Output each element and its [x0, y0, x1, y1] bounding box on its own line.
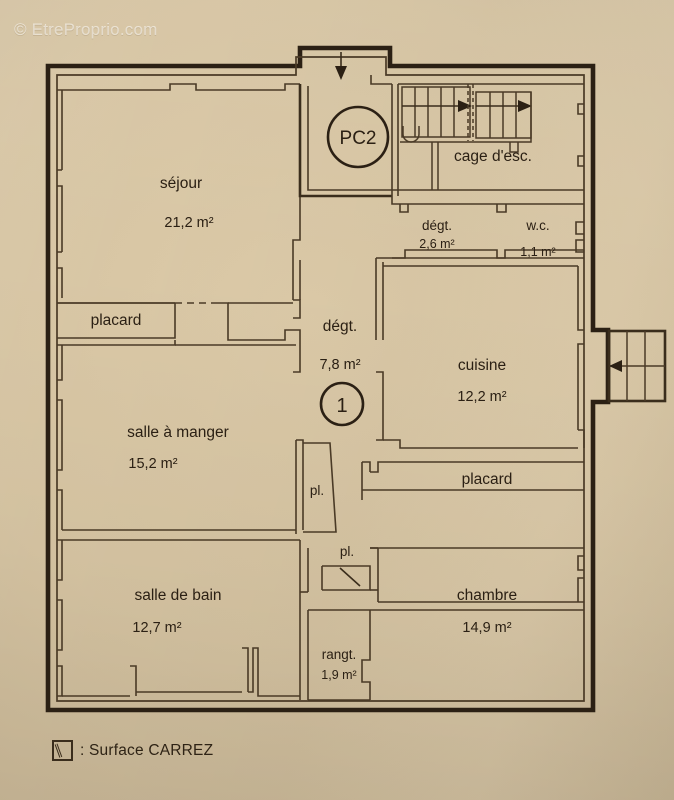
room-chambre: chambre 14,9 m² — [370, 547, 584, 636]
room-area-wc: 1,1 m² — [520, 245, 555, 259]
room-label-cage-desc: cage d'esc. — [454, 148, 532, 165]
room-area-degt-large: 7,8 m² — [319, 357, 360, 373]
room-area-sejour: 21,2 m² — [164, 215, 213, 231]
room-wc: w.c. 1,1 m² — [520, 218, 555, 259]
room-area-degt-small: 2,6 m² — [419, 237, 454, 251]
closet-placard-haut: placard — [57, 302, 293, 341]
room-area-rangt: 1,9 m² — [321, 668, 356, 682]
marker-pc2: PC2 — [326, 105, 390, 169]
outer-wall-inner-face — [56, 56, 585, 702]
legend: : Surface CARREZ — [52, 740, 213, 761]
closet-pl-1: pl. — [295, 440, 337, 534]
room-salle-a-manger: salle à manger 15,2 m² — [57, 340, 296, 531]
closet-label-pl-1: pl. — [310, 483, 324, 498]
room-label-wc: w.c. — [525, 218, 549, 233]
room-area-salle-de-bain: 12,7 m² — [132, 620, 181, 636]
closet-label-pl-2: pl. — [340, 544, 354, 559]
room-label-salle-de-bain: salle de bain — [134, 587, 221, 604]
outer-walls — [45, 45, 611, 713]
room-label-rangt: rangt. — [322, 647, 357, 662]
entry-hall-walls — [298, 75, 392, 198]
closet-label-placard-haut: placard — [91, 312, 142, 329]
room-cuisine: cuisine 12,2 m² — [375, 257, 585, 449]
entrance-arrow-down-icon — [335, 52, 347, 80]
room-salle-de-bain: salle de bain 12,7 m² — [57, 539, 300, 697]
room-label-chambre: chambre — [457, 587, 517, 604]
room-label-cuisine: cuisine — [458, 357, 506, 374]
marker-one: 1 — [319, 381, 365, 427]
marker-one-label: 1 — [336, 395, 347, 417]
room-cage-desc: cage d'esc. — [391, 83, 584, 196]
room-sejour: séjour 21,2 m² — [57, 83, 301, 304]
room-area-chambre: 14,9 m² — [462, 620, 511, 636]
room-area-cuisine: 12,2 m² — [457, 389, 506, 405]
room-label-degt-small: dégt. — [422, 218, 452, 233]
carrez-box-icon — [52, 740, 73, 761]
corridor-band-upper — [391, 196, 584, 259]
room-degt-small: dégt. 2,6 m² — [419, 218, 454, 251]
external-stair-icon — [607, 329, 667, 403]
room-label-sejour: séjour — [160, 175, 202, 192]
room-label-salle-a-manger: salle à manger — [127, 424, 229, 441]
room-rangt: rangt. 1,9 m² — [299, 540, 371, 701]
room-area-salle-a-manger: 15,2 m² — [128, 456, 177, 472]
closet-pl-2: pl. — [321, 544, 371, 591]
marker-pc2-label: PC2 — [340, 128, 377, 149]
closet-label-placard-bas: placard — [462, 471, 513, 488]
legend-label: : Surface CARREZ — [80, 741, 214, 759]
closet-placard-bas: placard — [361, 461, 584, 500]
room-degt-large: dégt. 7,8 m² — [293, 260, 361, 530]
room-label-degt-large: dégt. — [323, 318, 357, 335]
